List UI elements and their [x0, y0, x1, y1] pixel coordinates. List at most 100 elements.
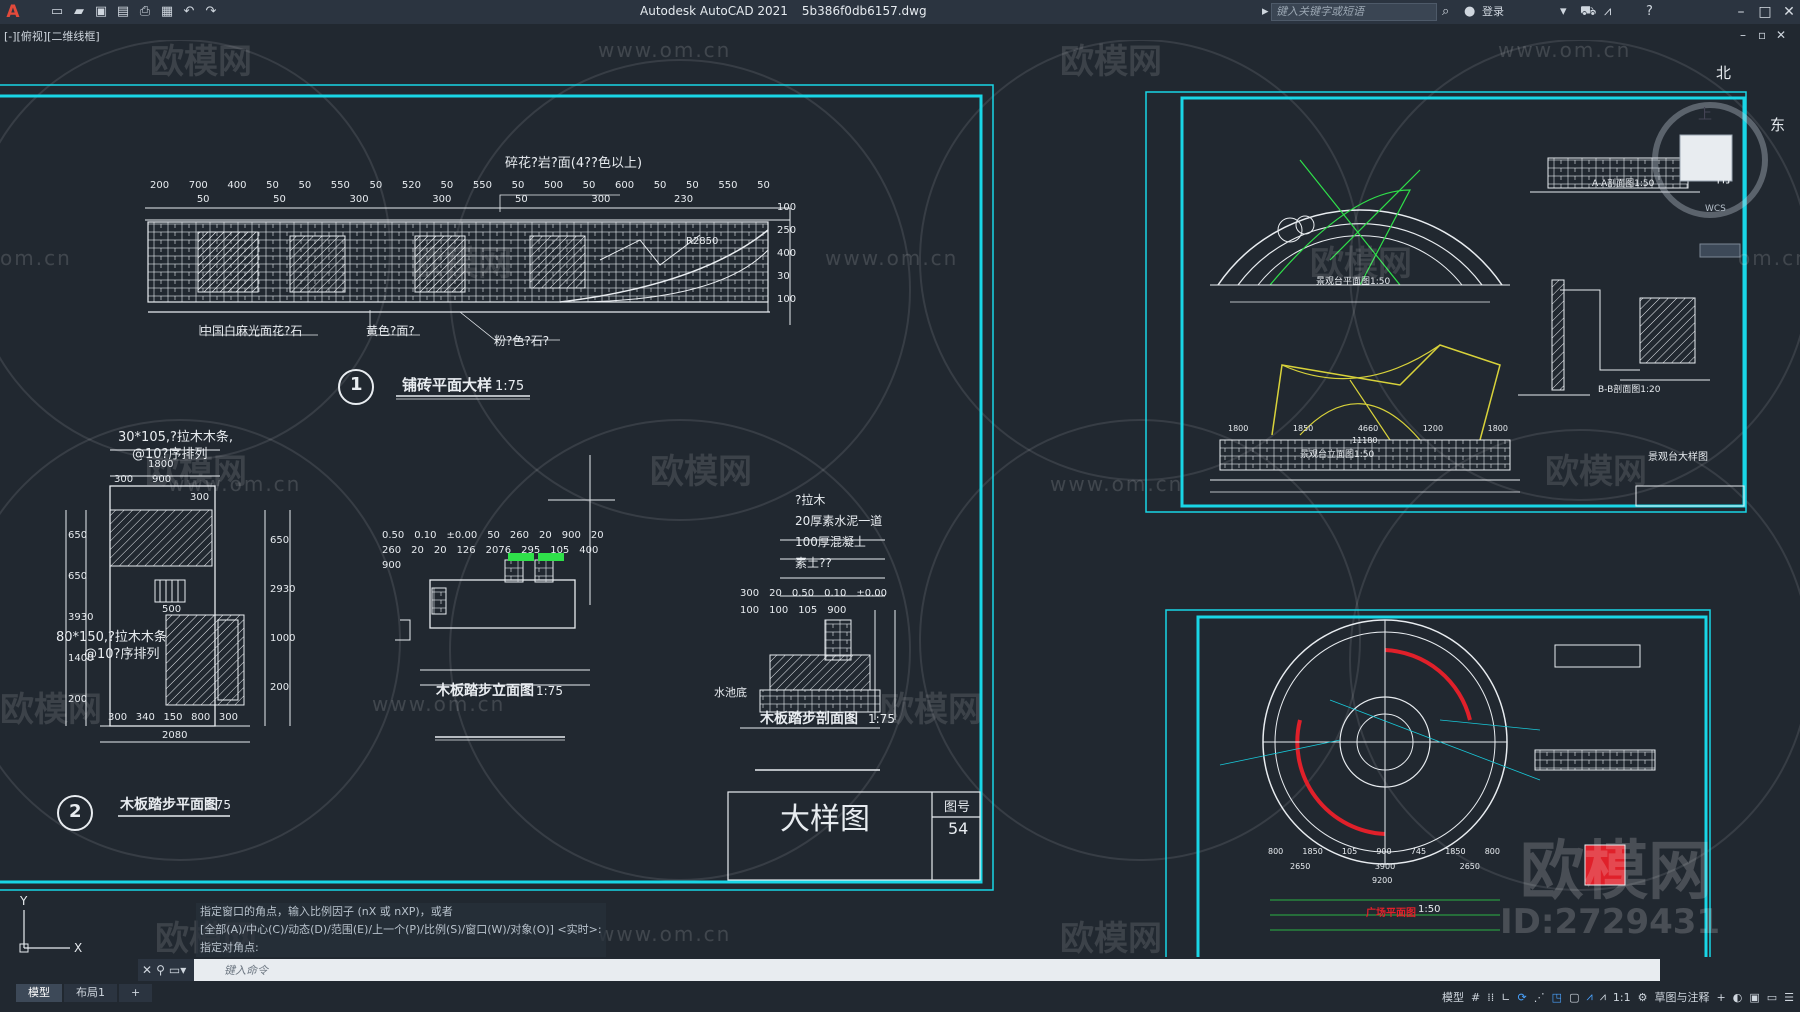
annotation-scale-icon[interactable]: ⩘ — [1599, 990, 1606, 1003]
section-b-caption: B-B剖面图1:20 — [1598, 385, 1661, 395]
polar-icon[interactable]: ⟳ — [1517, 990, 1527, 1004]
command-input[interactable]: 键入命令 — [224, 964, 268, 977]
gear-icon[interactable]: ⚙ — [1637, 990, 1648, 1004]
viewcube-south[interactable]: 南 — [1716, 168, 1732, 186]
help-icon[interactable]: ? — [1646, 4, 1653, 19]
pavilion-sections-drawing — [1518, 157, 1710, 396]
viewport-label[interactable]: [-][俯视][二维线框] — [4, 30, 100, 43]
paving-note-2: 黄色?面? — [366, 324, 415, 338]
plan-dim-300a: 300 — [114, 474, 134, 485]
command-prompt-icon[interactable]: ▭▾ — [168, 963, 187, 977]
drawing-svg — [0, 40, 1800, 957]
plaza-dim-total: 9200 — [1372, 876, 1393, 885]
object-snap-icon[interactable]: ◳ — [1551, 990, 1563, 1004]
save-icon[interactable]: ▣ — [94, 4, 108, 19]
watermark-arcs — [0, 40, 1800, 891]
wcs-label[interactable]: WCS — [1705, 204, 1726, 214]
menu-icon[interactable]: ☰ — [1784, 990, 1794, 1004]
redo-icon[interactable]: ↷ — [205, 4, 217, 19]
close-icon[interactable]: ✕ — [1783, 4, 1795, 20]
clean-screen-icon[interactable]: ▭ — [1766, 990, 1778, 1004]
pavilion-plan-drawing — [1210, 159, 1510, 303]
model-space-button[interactable]: 模型 — [1442, 991, 1464, 1004]
cart-icon[interactable]: ⛟ — [1580, 4, 1597, 19]
viewport-minimize-icon[interactable]: – — [1740, 28, 1746, 42]
login-button[interactable]: 登录 — [1482, 5, 1504, 18]
paving-note-3: 粉?色?石? — [494, 334, 550, 348]
viewcube[interactable] — [1652, 102, 1768, 258]
app-name: Autodesk AutoCAD 2021 — [640, 4, 788, 18]
viewport-close-icon[interactable]: ✕ — [1776, 28, 1787, 42]
plaza-sheet-frame — [1165, 609, 1711, 957]
tab-add[interactable]: + — [119, 984, 153, 1002]
annotation-visibility-icon[interactable]: ⩘ — [1586, 990, 1593, 1003]
pavilion-elevation-drawing — [1210, 344, 1520, 493]
connect-icon[interactable]: ⩘ — [1604, 4, 1612, 19]
viewcube-east[interactable]: 东 — [1770, 116, 1786, 134]
tab-layout1[interactable]: 布局1 — [64, 984, 117, 1002]
plan-dim-2080: 2080 — [162, 730, 188, 741]
plus-icon[interactable]: + — [1716, 990, 1726, 1004]
plan-note-3: 80*150,?拉木木条 — [56, 630, 167, 645]
ucs-icon: Y X — [19, 896, 82, 955]
paving-radius: R2850 — [686, 236, 719, 247]
plan-circle-number: 2 — [69, 801, 82, 822]
plaza-plan-drawing — [1219, 619, 1656, 931]
plot-icon[interactable]: ▦ — [160, 4, 174, 19]
maximize-icon[interactable]: □ — [1758, 4, 1772, 20]
quick-access-toolbar: ▭ ▰ ▣ ▤ ⎙ ▦ ↶ ↷ — [48, 3, 220, 21]
chevron-down-icon[interactable]: ▾ — [1560, 4, 1567, 19]
plan-dim-300b: 300 — [190, 492, 210, 503]
pavilion-plan-caption: 景观台平面图1:50 — [1316, 277, 1391, 287]
object-track-icon[interactable]: ▢ — [1569, 990, 1580, 1004]
saveas-icon[interactable]: ▤ — [116, 4, 130, 19]
viewcube-north[interactable]: 北 — [1716, 64, 1732, 82]
plan-dim-900: 900 — [152, 474, 172, 485]
workspace-switch[interactable]: 草图与注释 — [1654, 991, 1710, 1004]
pavilion-elevation-caption: 景观台立面图1:50 — [1300, 450, 1375, 460]
expand-icon[interactable]: ▸ — [1262, 4, 1269, 19]
hardware-accel-icon[interactable]: ▣ — [1749, 990, 1760, 1004]
customize-icon[interactable]: ⚲ — [156, 963, 165, 977]
elevation-title: 木板踏步立面图 — [436, 683, 534, 699]
minimize-icon[interactable]: – — [1737, 4, 1745, 20]
print-icon[interactable]: ⎙ — [139, 4, 151, 19]
title-block-title: 大样图 — [780, 802, 870, 837]
ortho-icon[interactable]: ∟ — [1501, 990, 1511, 1004]
grid-icon[interactable]: # — [1471, 990, 1481, 1004]
drawing-canvas[interactable]: 欧模网 欧模网 欧模网 欧模网 欧模网 欧模网 欧模网 欧模网 欧模网 欧模网 … — [0, 38, 1800, 959]
snap-icon[interactable]: ⁞⁞ — [1487, 990, 1495, 1004]
search-input[interactable]: 键入关键字或短语 — [1271, 3, 1437, 21]
undo-icon[interactable]: ↶ — [183, 4, 195, 19]
close-icon[interactable]: ✕ — [142, 963, 153, 977]
paving-plan-drawing — [145, 194, 791, 405]
user-icon[interactable]: ● — [1464, 4, 1476, 19]
pavilion-sheet-frame — [1145, 91, 1747, 513]
viewport-restore-icon[interactable]: ▫ — [1758, 28, 1767, 42]
plan-scale: 1:75 — [204, 798, 231, 812]
annotation-scale-value[interactable]: 1:1 — [1612, 990, 1631, 1004]
command-line[interactable]: 键入命令 — [138, 959, 1660, 981]
viewcube-top[interactable]: 上 — [1698, 107, 1712, 123]
open-icon[interactable]: ▰ — [74, 4, 84, 19]
isolate-icon[interactable]: ◐ — [1732, 990, 1743, 1004]
step-section-drawing — [740, 539, 896, 771]
plan-title: 木板踏步平面图 — [120, 797, 218, 813]
title-block-number: 54 — [948, 819, 969, 838]
paving-scale: 1:75 — [495, 379, 525, 394]
isodraft-icon[interactable]: ⋰ — [1533, 990, 1545, 1004]
plaza-caption: 广场平面图 — [1366, 908, 1416, 919]
plan-dim-500: 500 — [162, 604, 182, 615]
app-logo-icon[interactable]: A — [6, 2, 20, 22]
tab-model[interactable]: 模型 — [16, 984, 62, 1002]
new-icon[interactable]: ▭ — [50, 4, 64, 19]
search-icon[interactable]: ⌕ — [1442, 4, 1450, 19]
status-bar: 模型 # ⁞⁞ ∟ ⟳ ⋰ ◳ ▢ ⩘ ⩘ 1:1 ⚙ 草图与注释 + ◐ ▣ … — [1442, 986, 1800, 1008]
section-water-label: 水池底 — [714, 686, 747, 699]
